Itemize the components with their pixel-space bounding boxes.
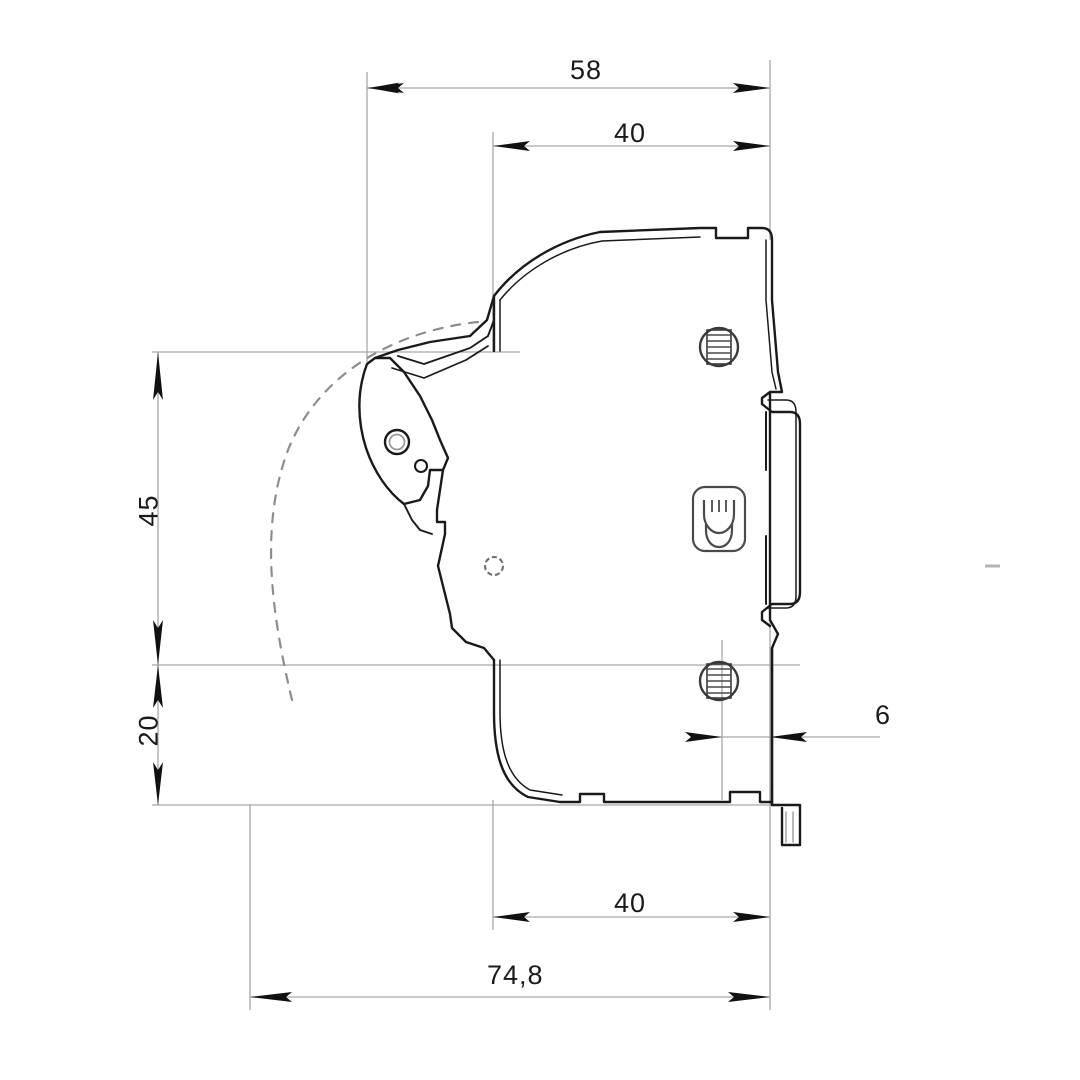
dimension-label-6: 6 (875, 700, 892, 730)
breaker-body (373, 226, 802, 847)
dimension-lines (153, 82, 880, 1002)
dimension-label-45: 45 (133, 494, 164, 527)
terminal-screw-bottom[interactable] (698, 660, 740, 702)
dimension-line-40-bottom (493, 912, 770, 922)
dimension-label-20: 20 (133, 714, 164, 747)
dimension-line-58 (367, 82, 770, 94)
swing-arc (269, 320, 480, 702)
dimension-label-40-bottom: 40 (614, 888, 647, 918)
dimension-label-74-8: 74,8 (487, 960, 544, 990)
body-hole (483, 555, 505, 577)
terminal-screw-top[interactable] (698, 326, 740, 368)
lever-small-hole (413, 458, 429, 474)
dimension-line-45 (153, 352, 163, 665)
toggle-lever[interactable] (358, 319, 495, 535)
dimension-line-40-top (493, 141, 770, 151)
dimension-line-6 (685, 732, 880, 742)
dimension-line-74-8 (250, 992, 770, 1002)
extension-lines (152, 60, 800, 1010)
dimension-label-58: 58 (570, 55, 603, 85)
lever-pivot-hole (383, 428, 411, 456)
din-rail-clip (760, 390, 802, 846)
dimension-label-40-top: 40 (614, 118, 647, 148)
marking-badge (691, 485, 747, 553)
dimension-line-20 (153, 665, 163, 805)
